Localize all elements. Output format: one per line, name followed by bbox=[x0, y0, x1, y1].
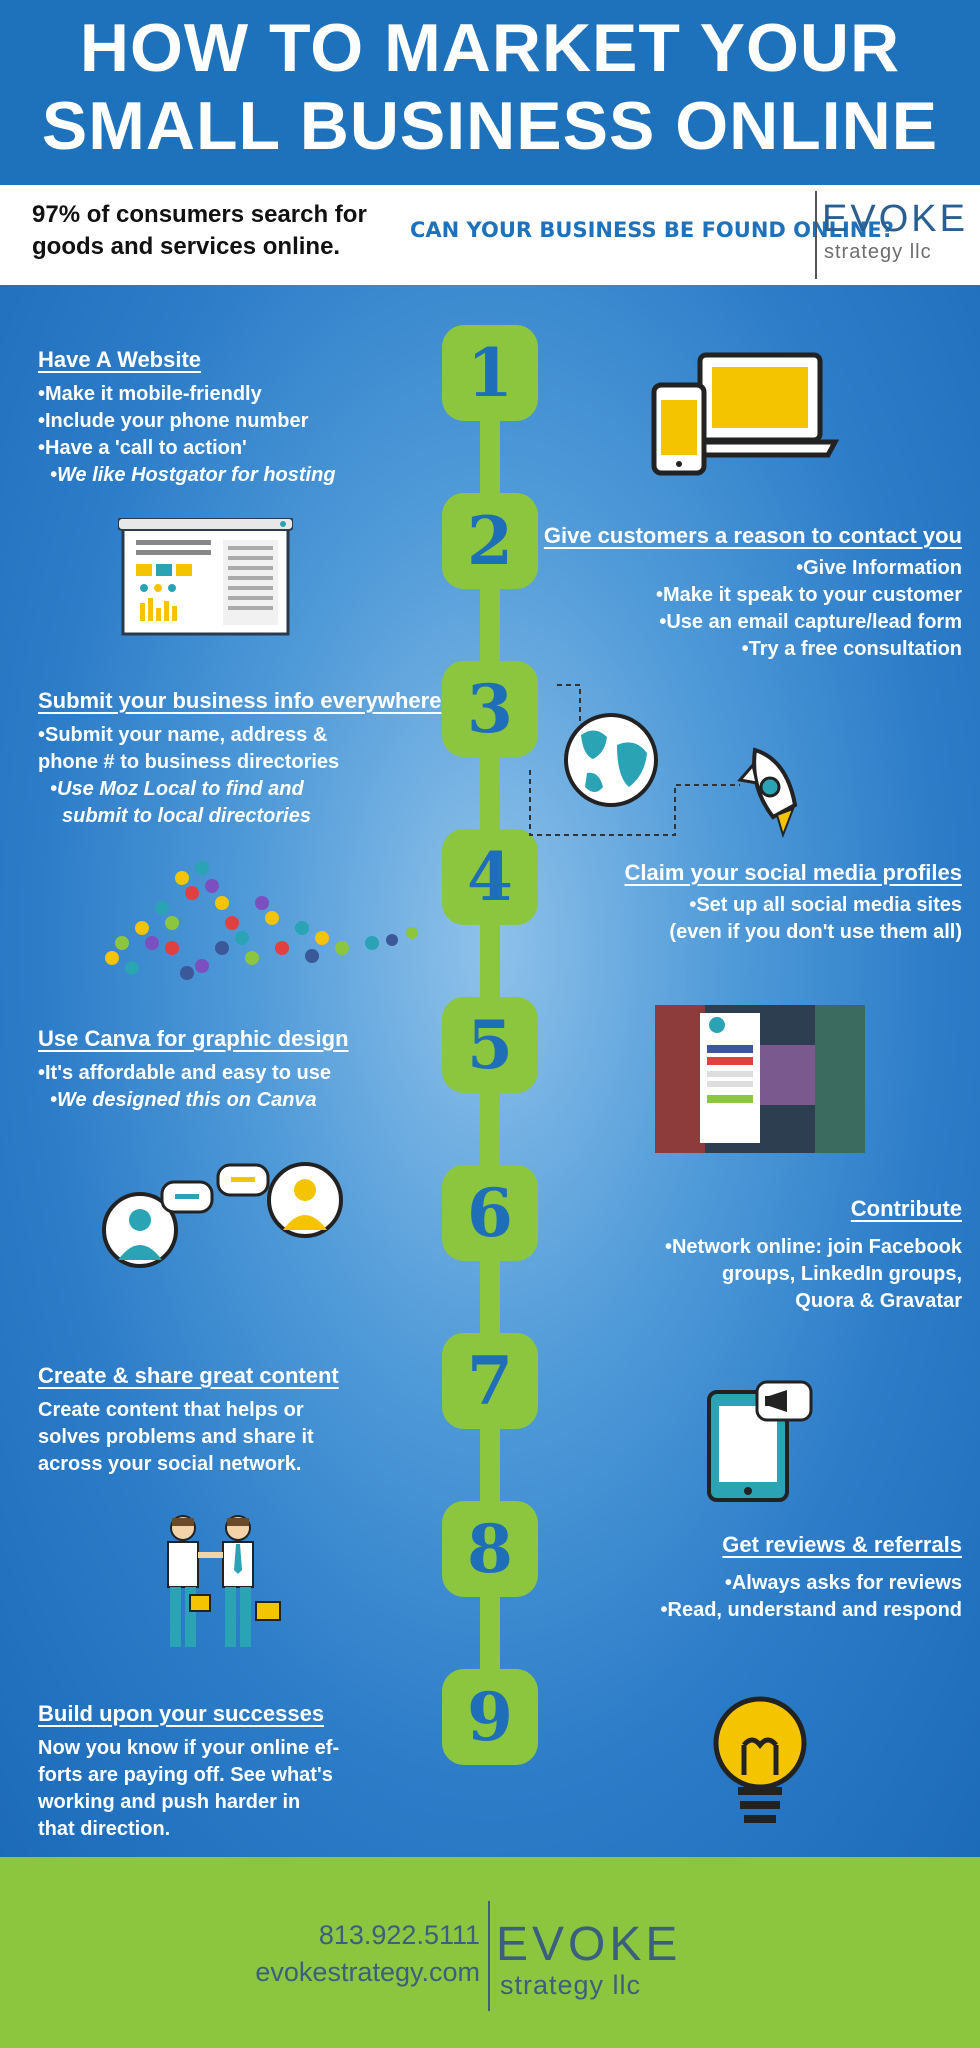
step-number-7: 7 bbox=[442, 1333, 538, 1429]
step-2-line: •Use an email capture/lead form bbox=[659, 611, 962, 633]
step-1-italic-line: •We like Hostgator for hosting bbox=[50, 464, 336, 486]
step-2-body: •Give Information •Make it speak to your… bbox=[656, 555, 962, 663]
brand-tagline: strategy llc bbox=[824, 241, 932, 263]
step-7-heading: Create & share great content bbox=[38, 1363, 339, 1388]
step-9-line: forts are paying off. See what's bbox=[38, 1764, 333, 1786]
step-6-heading: Contribute bbox=[850, 1196, 962, 1221]
step-1-body: •Make it mobile-friendly •Include your p… bbox=[38, 381, 336, 489]
footer: 813.922.5111 evokestrategy.com EVOKE str… bbox=[0, 1857, 980, 2048]
logo-divider bbox=[815, 191, 817, 279]
step-3-italic-line: submit to local directories bbox=[62, 805, 311, 827]
step-7-body: Create content that helps or solves prob… bbox=[38, 1397, 314, 1478]
step-number-5: 5 bbox=[442, 997, 538, 1093]
step-number-3: 3 bbox=[442, 661, 538, 757]
step-5-heading: Use Canva for graphic design bbox=[38, 1026, 349, 1051]
globe-icon bbox=[564, 713, 658, 807]
step-2-line: •Try a free consultation bbox=[741, 638, 962, 660]
website-link[interactable]: evokestrategy.com bbox=[255, 1957, 480, 1987]
step-1-line: •Make it mobile-friendly bbox=[38, 383, 262, 405]
phone-number[interactable]: 813.922.5111 bbox=[318, 1920, 480, 1950]
intro-strip: 97% of consumers search for goods and se… bbox=[0, 185, 980, 285]
step-5-body: •It's affordable and easy to use •We des… bbox=[38, 1060, 331, 1114]
step-8-line: •Read, understand and respond bbox=[660, 1599, 962, 1621]
step-number-8: 8 bbox=[442, 1501, 538, 1597]
step-5-line: •It's affordable and easy to use bbox=[38, 1062, 331, 1084]
step-9-line: that direction. bbox=[38, 1818, 171, 1840]
step-4-heading: Claim your social media profiles bbox=[624, 860, 962, 885]
chat-people-icon bbox=[102, 1162, 343, 1268]
footer-brand-logo: EVOKE bbox=[496, 1918, 682, 1971]
step-7-line: across your social network. bbox=[38, 1453, 302, 1475]
step-number-2: 2 bbox=[442, 493, 538, 589]
canva-screenshot-icon bbox=[655, 1005, 865, 1153]
found-online-question: CAN YOUR BUSINESS BE FOUND ONLINE? bbox=[410, 218, 894, 242]
step-2-heading: Give customers a reason to contact you bbox=[543, 523, 962, 548]
step-number-9: 9 bbox=[442, 1669, 538, 1765]
webpage-icon bbox=[118, 518, 293, 636]
step-6-line: Quora & Gravatar bbox=[795, 1290, 962, 1312]
step-6-line: groups, LinkedIn groups, bbox=[722, 1263, 962, 1285]
step-4-body: •Set up all social media sites (even if … bbox=[669, 892, 962, 946]
step-7-line: Create content that helps or bbox=[38, 1399, 304, 1421]
step-3-heading: Submit your business info everywhere bbox=[38, 688, 442, 713]
header: HOW TO MARKET YOUR SMALL BUSINESS ONLINE bbox=[0, 0, 980, 185]
footer-brand-tagline: strategy llc bbox=[500, 1970, 642, 2000]
consumer-stat: 97% of consumers search for goods and se… bbox=[32, 201, 367, 260]
step-number-1: 1 bbox=[442, 325, 538, 421]
footer-divider bbox=[488, 1901, 490, 2011]
step-3-body: •Submit your name, address & phone # to … bbox=[38, 722, 339, 830]
handshake-icon bbox=[167, 1515, 281, 1647]
step-3-line: phone # to business directories bbox=[38, 751, 340, 773]
social-cloud-icon bbox=[105, 861, 418, 980]
devices-icon bbox=[651, 352, 840, 476]
step-9-heading: Build upon your successes bbox=[38, 1701, 325, 1726]
step-9-line: Now you know if your online ef- bbox=[38, 1737, 340, 1759]
globe-rocket-illustration bbox=[529, 684, 798, 839]
title-line-1: HOW TO MARKET YOUR bbox=[79, 10, 901, 86]
step-4-line: •Set up all social media sites bbox=[689, 894, 962, 916]
step-2-line: •Make it speak to your customer bbox=[656, 584, 962, 606]
step-9-body: Now you know if your online ef- forts ar… bbox=[38, 1735, 339, 1843]
step-8-line: •Always asks for reviews bbox=[724, 1572, 962, 1594]
step-1-line: •Have a 'call to action' bbox=[38, 437, 247, 459]
rocket-icon bbox=[737, 747, 798, 839]
step-5-italic-line: •We designed this on Canva bbox=[50, 1089, 317, 1111]
tablet-megaphone-icon bbox=[707, 1380, 813, 1502]
brand-logo: EVOKE bbox=[822, 198, 968, 240]
step-2-line: •Give Information bbox=[796, 557, 962, 579]
step-number-4: 4 bbox=[442, 829, 538, 925]
step-1-heading: Have A Website bbox=[38, 347, 202, 372]
step-number-6: 6 bbox=[442, 1165, 538, 1261]
step-9-line: working and push harder in bbox=[38, 1791, 301, 1813]
step-7-line: solves problems and share it bbox=[38, 1426, 314, 1448]
step-8-body: •Always asks for reviews •Read, understa… bbox=[661, 1570, 962, 1624]
step-1-line: •Include your phone number bbox=[38, 410, 309, 432]
step-8-heading: Get reviews & referrals bbox=[722, 1532, 962, 1557]
step-6-body: •Network online: join Facebook groups, L… bbox=[665, 1234, 962, 1315]
step-3-line: •Submit your name, address & bbox=[38, 724, 328, 746]
step-4-line: (even if you don't use them all) bbox=[669, 921, 962, 943]
lightbulb-icon bbox=[713, 1696, 807, 1823]
step-3-italic-line: •Use Moz Local to find and bbox=[50, 778, 304, 800]
step-6-line: •Network online: join Facebook bbox=[664, 1236, 962, 1258]
title-line-2: SMALL BUSINESS ONLINE bbox=[41, 88, 939, 164]
